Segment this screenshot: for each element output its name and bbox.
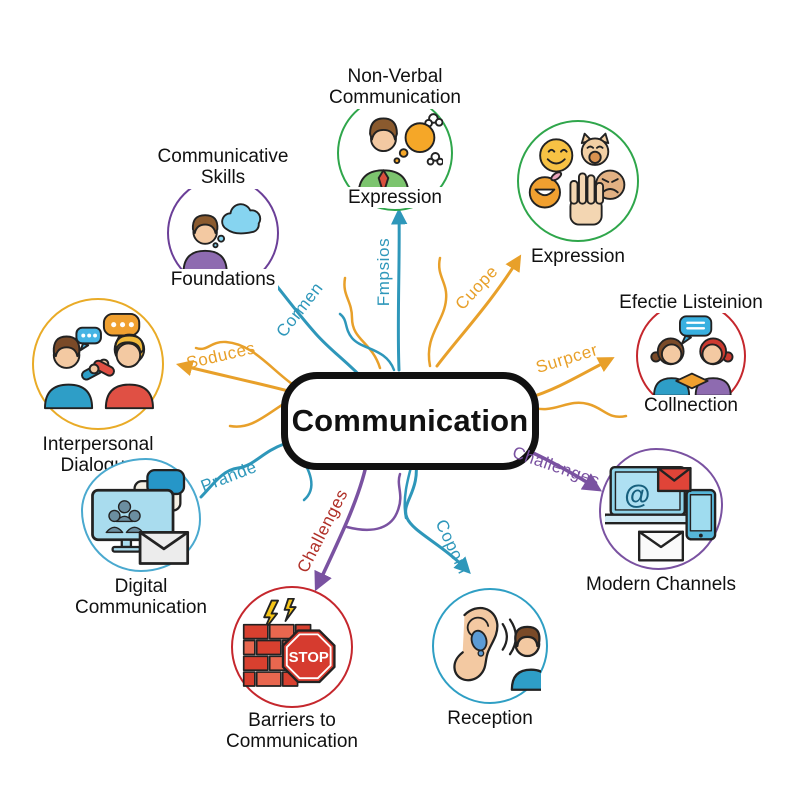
node-caption: Expression — [345, 186, 445, 208]
squiggle — [194, 340, 294, 386]
squiggle — [338, 312, 396, 372]
squiggle — [427, 256, 448, 368]
node-interpersonal-dialogue: Interpersonal Dialogue — [28, 298, 168, 477]
expression-ring — [517, 120, 639, 242]
brick-wall-stop-sign-icon: STOP — [242, 598, 336, 687]
node-caption: Expression — [528, 246, 628, 268]
person-thought-bubble-icon — [357, 112, 443, 196]
node-reception: Reception — [430, 588, 550, 730]
ear-hearing-aid-listener-icon — [453, 606, 541, 691]
edge-cuope — [435, 254, 522, 368]
monitor-chat-envelope-icon — [91, 469, 190, 565]
at-symbol: @ — [624, 479, 650, 509]
person-cloud-thought-icon — [182, 202, 262, 273]
node-expression-emojis: Expression — [516, 120, 640, 268]
digital-communication-blob — [81, 458, 201, 572]
dialogue-pair-icon — [43, 312, 154, 410]
center-node-communication: Communication — [281, 372, 539, 470]
center-label: Communication — [291, 403, 529, 438]
two-people-talking-icon — [650, 315, 734, 397]
edge-prande — [199, 442, 286, 499]
node-digital-communication: Digital Communication — [68, 458, 214, 619]
node-caption: Collnection — [641, 395, 741, 417]
node-caption: Digital Communication — [72, 576, 210, 619]
node-title: Non-Verbal Communication — [326, 66, 464, 109]
squiggle — [343, 276, 382, 370]
modern-channels-blob: @ — [599, 448, 723, 570]
squiggle — [526, 401, 628, 419]
node-caption: Reception — [444, 708, 536, 730]
edge-cormen — [261, 266, 372, 388]
node-modern-channels: @ Modern Channels — [580, 448, 742, 596]
node-caption: Modern Channels — [583, 574, 739, 596]
edge-copom — [404, 454, 471, 574]
laptop-email-tablet-icon: @ — [605, 466, 717, 562]
node-title: Communicative Skills — [154, 146, 292, 189]
edge-soduces — [175, 359, 294, 394]
stop-sign-text: STOP — [289, 650, 329, 666]
reception-ring — [432, 588, 548, 704]
barriers-ring: STOP — [231, 586, 353, 708]
interpersonal-ring — [32, 298, 164, 430]
effective-listening-ring — [636, 301, 746, 412]
node-effective-listening: Efectie Listeinion Col — [598, 292, 784, 417]
node-caption: Foundations — [167, 268, 279, 290]
node-communicative-skills: Communicative Skills Foundations — [138, 146, 308, 290]
squiggle — [345, 472, 402, 532]
node-barriers-to-communication: STOP Barriers to Communication — [223, 586, 361, 753]
node-caption: Barriers to Communication — [223, 710, 361, 753]
node-title: Efectie Listeinion — [616, 292, 766, 314]
emoji-faces-hand-icon — [528, 132, 626, 226]
node-non-verbal-communication: Non-Verbal Communication Expression — [300, 66, 490, 211]
edge-fmpsios — [390, 207, 408, 372]
edge-label-fmpsios: Fmpsios — [374, 237, 393, 307]
